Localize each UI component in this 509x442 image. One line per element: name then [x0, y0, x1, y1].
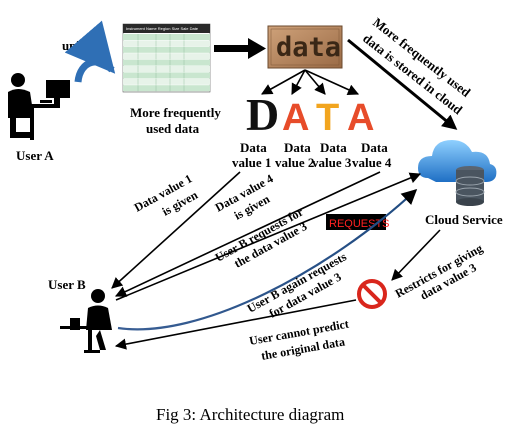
user-b-icon — [60, 289, 112, 353]
svg-text:Instrument Name Region Size Sa: Instrument Name Region Size Sale Date — [126, 26, 199, 31]
table-row — [123, 66, 210, 72]
table-row — [123, 72, 210, 79]
table-row — [123, 59, 210, 66]
cloud-service-icon — [418, 140, 497, 206]
uploads-label: uploads — [62, 38, 105, 53]
data-value-2-line2: value 2 — [275, 155, 314, 170]
data-value-4-line2: value 4 — [352, 155, 392, 170]
table-row — [123, 53, 210, 60]
data-to-cloud-arrow — [347, 38, 458, 130]
figure-caption: Fig 3: Architecture diagram — [156, 405, 344, 424]
user-b-again-request-arrow — [117, 188, 418, 331]
big-letter-t: T — [316, 97, 339, 139]
user-b-label: User B — [48, 277, 86, 292]
requests-sign — [326, 214, 386, 230]
table-row — [123, 78, 210, 85]
cloud-service-label: Cloud Service — [425, 212, 503, 227]
no-entry-icon — [357, 279, 387, 309]
dv4-to-user-b-arrow — [114, 171, 381, 297]
requests-sign-text: REQUESTS — [329, 218, 390, 230]
user-b-request-arrow — [115, 172, 422, 301]
dv1-to-user-b-arrow — [111, 171, 241, 289]
big-letter-d: D — [246, 89, 279, 140]
data-block-image — [267, 25, 343, 69]
table-row — [123, 34, 210, 40]
table-row — [123, 46, 210, 53]
cloud-to-restrict-arrow — [391, 229, 441, 281]
fanout-arrows — [261, 69, 360, 95]
table-row — [123, 85, 210, 92]
data-value-4-line1: Data — [361, 140, 388, 155]
data-value-2-line1: Data — [284, 140, 311, 155]
more-frequently-used-label-1: More frequently — [130, 105, 221, 120]
data-block-text: data — [276, 32, 341, 63]
table-to-data-arrow — [214, 38, 266, 59]
user-a-label: User A — [16, 148, 54, 163]
big-letter-a2: A — [347, 97, 374, 139]
data-value-3-line2: value 3 — [312, 155, 352, 170]
data-table-image: Instrument Name Region Size Sale Date — [122, 23, 211, 93]
restrict-to-user-b-arrow — [114, 299, 357, 350]
user-a-icon — [8, 73, 70, 140]
more-frequently-used-label-2: used data — [146, 121, 200, 136]
data-value-1-line2: value 1 — [232, 155, 271, 170]
data-value-1-line1: Data — [240, 140, 267, 155]
uploads-curved-arrow — [64, 20, 116, 83]
table-row — [123, 40, 210, 47]
big-letter-a1: A — [282, 97, 309, 139]
data-value-3-line1: Data — [320, 140, 347, 155]
